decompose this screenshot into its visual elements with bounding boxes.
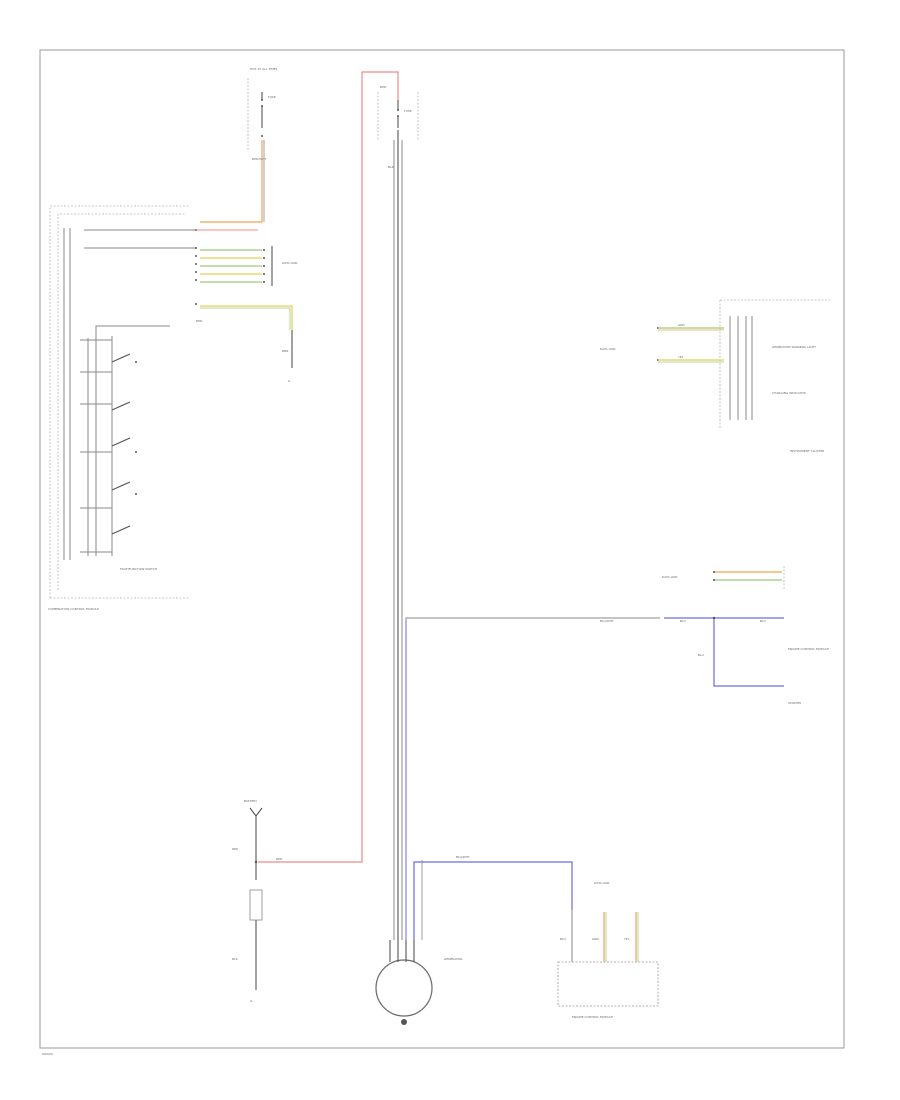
svg-text:GRN: GRN [678,323,685,327]
svg-text:MULTIFUNCTION SWITCH: MULTIFUNCTION SWITCH [120,567,157,571]
svg-text:YEL: YEL [624,937,630,941]
svg-text:BATTERY: BATTERY [244,799,257,803]
orange-wire-feed [200,140,263,223]
svg-text:GRN: GRN [592,937,599,941]
svg-text:BLU: BLU [760,619,766,623]
fuse-top-center: FUSE BLK [377,92,419,169]
generator: GENERATOR BLU/WHT [375,855,573,1025]
svg-text:DATA LINK: DATA LINK [282,261,298,265]
svg-text:G: G [288,379,291,383]
svg-text:DATA LINK: DATA LINK [662,575,678,579]
svg-text:BLK: BLK [388,165,395,169]
svg-text:FUSE: FUSE [404,109,412,113]
svg-text:DATA LINK: DATA LINK [600,347,616,351]
svg-text:RED: RED [196,319,203,323]
diagram-frame [39,49,845,1049]
svg-text:COMBINATION CONTROL MODULE: COMBINATION CONTROL MODULE [48,607,99,611]
svg-text:ENGINE CONTROL MODULE: ENGINE CONTROL MODULE [572,1015,613,1019]
corner-id-label: W0000 [42,1052,53,1056]
svg-text:RED: RED [232,847,239,851]
svg-text:HOT AT ALL TIMES: HOT AT ALL TIMES [250,67,278,71]
svg-text:BLU: BLU [698,653,704,657]
svg-text:ENGINE CONTROL MODULE: ENGINE CONTROL MODULE [788,647,829,651]
fuse-top-left: HOT AT ALL TIMES FUSE RED/WHT [247,67,278,161]
svg-text:BRN: BRN [282,349,288,353]
svg-text:G: G [250,999,253,1003]
red-wire-main [258,71,399,863]
svg-text:GENERATOR WARNING LIGHT: GENERATOR WARNING LIGHT [772,345,816,349]
svg-text:RED/WHT: RED/WHT [252,157,267,161]
module-connector: DATA LINK RED BRN G [84,229,298,383]
combination-control-module: COMBINATION CONTROL MODULE [48,205,190,611]
svg-text:FUSE: FUSE [268,95,276,99]
svg-text:CHARGING INDICATOR: CHARGING INDICATOR [772,391,806,395]
multifunction-switch: MULTIFUNCTION SWITCH [80,325,170,571]
svg-text:YEL: YEL [678,355,684,359]
svg-text:BLK: BLK [232,957,239,961]
battery-circuit: BATTERY RED BLK G RED [232,799,283,1003]
svg-text:DATA LINK: DATA LINK [594,881,610,885]
engine-control-module-bottom: DATA LINK BLU GRN YEL ENGINE CONTROL MOD… [557,881,659,1019]
svg-text:RED: RED [380,85,387,89]
svg-text:BLU/WHT: BLU/WHT [600,619,614,623]
svg-text:GENERATOR: GENERATOR [444,957,462,961]
svg-text:INSTRUMENT CLUSTER: INSTRUMENT CLUSTER [790,449,824,453]
svg-text:RED: RED [276,857,283,861]
svg-text:BLU: BLU [560,937,566,941]
instrument-cluster: DATA LINK GRN YEL GENERATOR WARNING LIGH… [600,299,832,453]
svg-text:BLU: BLU [680,619,686,623]
svg-text:STARTER: STARTER [788,701,801,705]
engine-control-area: DATA LINK BLU/WHT BLU BLU BLU ENGINE CON… [405,566,829,940]
svg-text:BLU/WHT: BLU/WHT [456,855,470,859]
